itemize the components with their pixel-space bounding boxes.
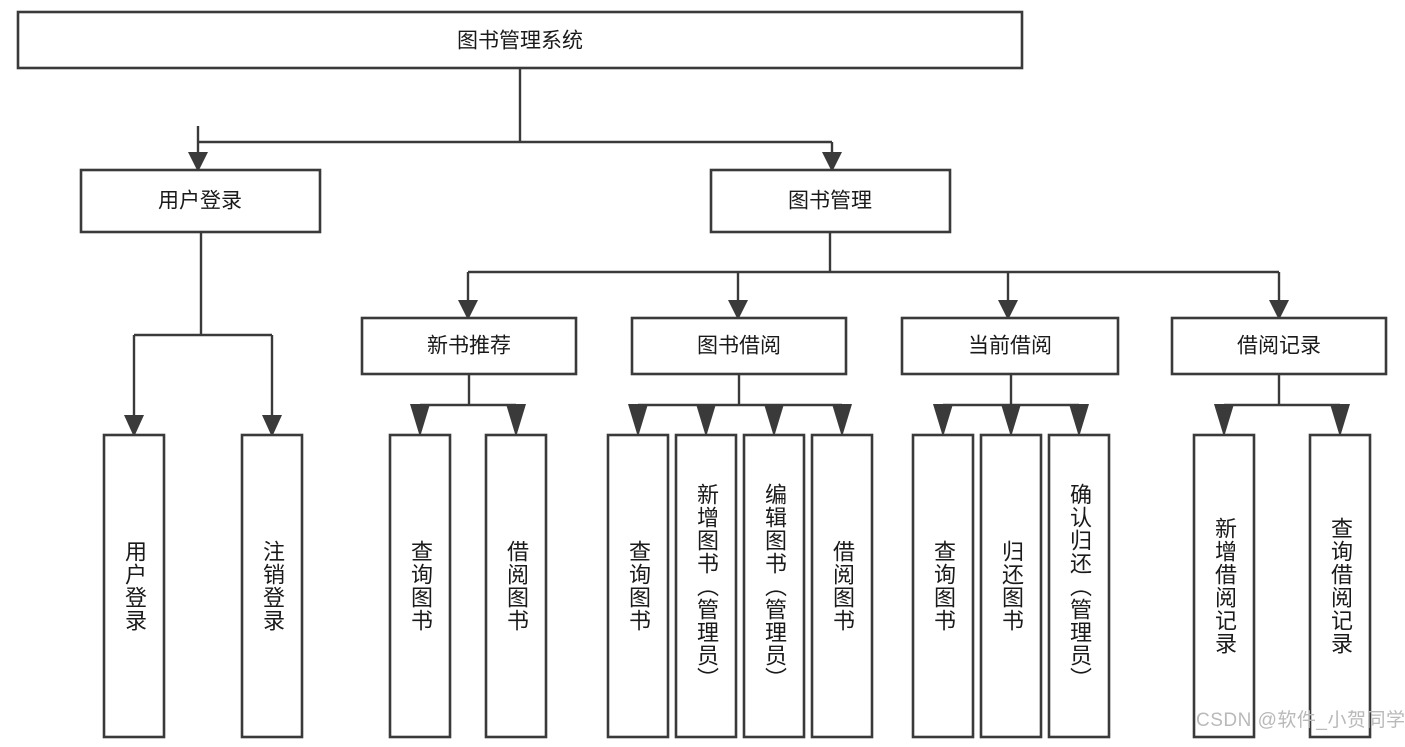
leaf-box-edit-book-admin[interactable] — [742, 433, 806, 739]
csdn-watermark: CSDN @软件_小贺同学 — [1196, 710, 1405, 731]
leaf-box-query-book-borrow[interactable] — [606, 433, 670, 739]
node-root-label: 图书管理系统 — [457, 30, 583, 53]
arrow-icon-to-leaf-logout — [262, 415, 282, 437]
arrow-icon-currentborrow-leaf-1 — [933, 404, 953, 437]
arrow-icon-currentborrow-leaf-3 — [1069, 404, 1089, 437]
arrow-icon-newbook-leaf-2 — [506, 404, 526, 437]
node-borrow-record[interactable]: 借阅记录 — [1170, 316, 1388, 376]
arrow-icon-bookborrow-leaf-4 — [832, 404, 852, 437]
node-current-borrow[interactable]: 当前借阅 — [900, 316, 1120, 376]
leaf-box-query-borrow-record[interactable] — [1308, 433, 1372, 739]
leaf-box-borrow-book[interactable] — [810, 433, 874, 739]
leaf-box-group — [102, 433, 1372, 739]
arrow-icon-borrowrecord-leaf-2 — [1330, 404, 1350, 437]
leaf-box-query-book-current[interactable] — [911, 433, 975, 739]
node-book-borrow-box[interactable] — [630, 316, 848, 376]
arrow-icon-newbook-leaf-1 — [410, 404, 430, 437]
leaf-box-query-book-newbook[interactable] — [388, 433, 452, 739]
node-new-book-recommend-box[interactable] — [360, 316, 578, 376]
node-user-login-label: 用户登录 — [158, 190, 242, 213]
node-user-login[interactable]: 用户登录 — [79, 168, 322, 234]
node-book-borrow[interactable]: 图书借阅 — [630, 316, 848, 376]
arrow-icon-bookborrow-leaf-3 — [764, 404, 784, 437]
node-root[interactable]: 图书管理系统 — [16, 10, 1024, 70]
arrow-icon-to-user-login — [188, 152, 208, 172]
node-book-manage[interactable]: 图书管理 — [709, 168, 952, 234]
arrowhead-group — [124, 152, 1350, 437]
arrow-icon-currentborrow-leaf-2 — [1001, 404, 1021, 437]
node-root-box[interactable] — [16, 10, 1024, 70]
node-book-manage-label: 图书管理 — [788, 190, 872, 213]
leaf-box-confirm-return-admin[interactable] — [1047, 433, 1111, 739]
arrow-icon-bookborrow-leaf-2 — [696, 404, 716, 437]
arrow-icon-borrowrecord-leaf-1 — [1214, 404, 1234, 437]
node-current-borrow-box[interactable] — [900, 316, 1120, 376]
arrow-icon-to-leaf-user-login — [124, 415, 144, 437]
arrow-icon-to-book-manage — [822, 152, 842, 172]
node-current-borrow-label: 当前借阅 — [968, 335, 1052, 358]
arrow-icon-to-book-borrow — [728, 300, 748, 320]
arrow-icon-to-current-borrow — [998, 300, 1018, 320]
node-borrow-record-label: 借阅记录 — [1237, 335, 1321, 358]
arrow-icon-to-borrow-record — [1269, 300, 1289, 320]
arrow-icon-to-new-book — [458, 300, 478, 320]
node-new-book-recommend[interactable]: 新书推荐 — [360, 316, 578, 376]
node-new-book-recommend-label: 新书推荐 — [427, 335, 511, 358]
arrow-icon-bookborrow-leaf-1 — [628, 404, 648, 437]
leaf-box-user-login[interactable] — [102, 433, 166, 739]
node-book-manage-box[interactable] — [709, 168, 952, 234]
leaf-box-borrow-book-newbook[interactable] — [484, 433, 548, 739]
leaf-box-add-book-admin[interactable] — [674, 433, 738, 739]
node-borrow-record-box[interactable] — [1170, 316, 1388, 376]
leaf-box-add-borrow-record[interactable] — [1192, 433, 1256, 739]
leaf-box-logout[interactable] — [240, 433, 304, 739]
node-book-borrow-label: 图书借阅 — [697, 335, 781, 358]
leaf-box-return-book[interactable] — [979, 433, 1043, 739]
node-user-login-box[interactable] — [79, 168, 322, 234]
